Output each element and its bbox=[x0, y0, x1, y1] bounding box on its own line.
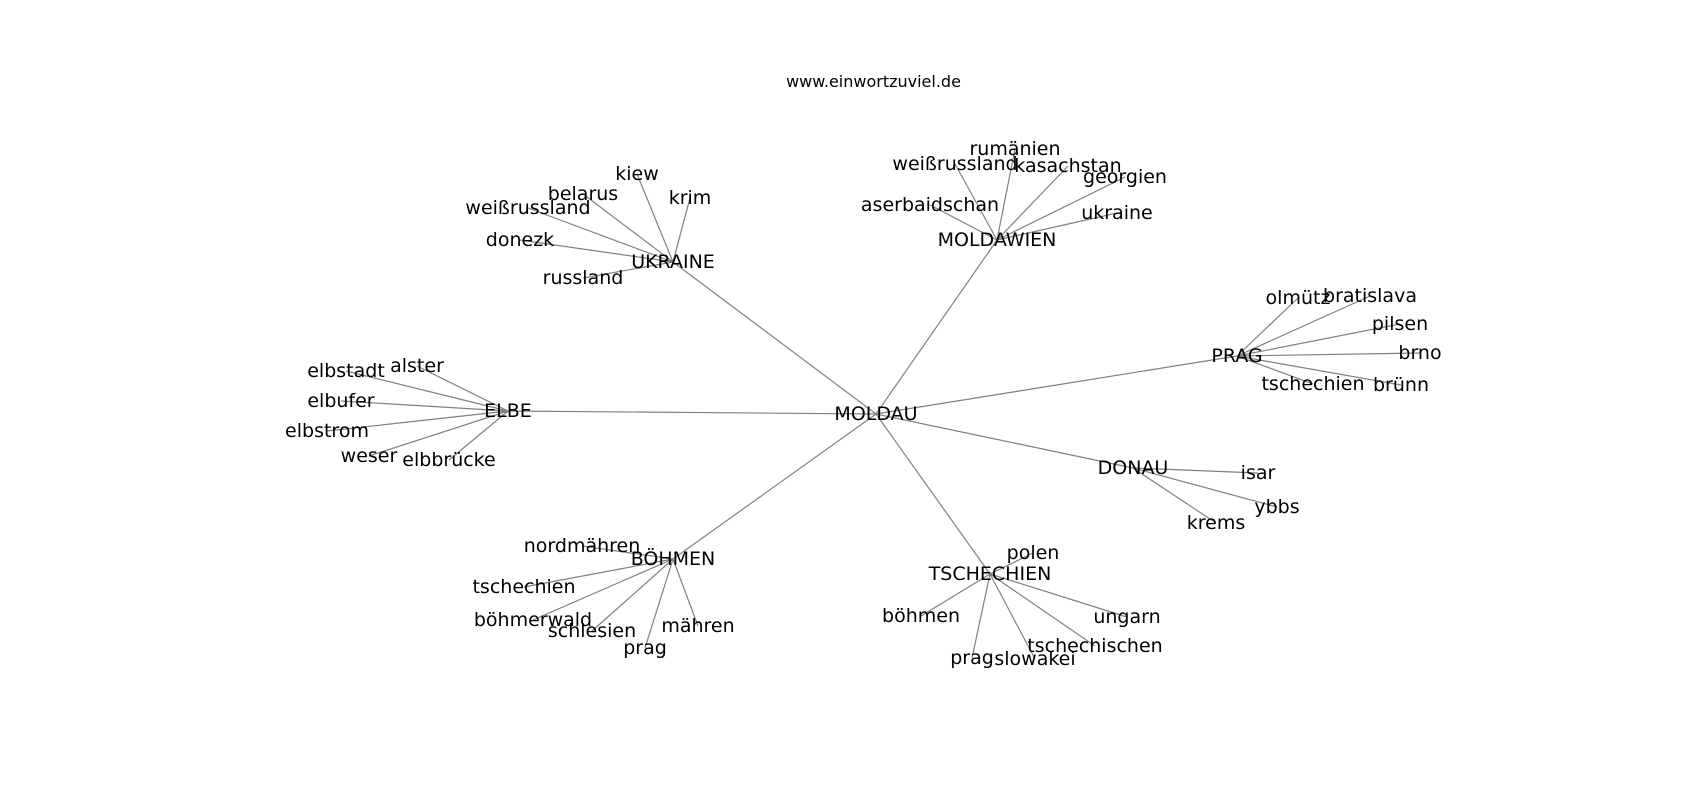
center-node-label: MOLDAU bbox=[834, 403, 917, 425]
edges-layer bbox=[326, 148, 1421, 660]
edge-böhmen-leaf bbox=[644, 558, 674, 649]
leaf-node-label: nordmähren bbox=[524, 535, 641, 557]
edge-ukraine-leaf bbox=[672, 197, 691, 263]
edge-tschechien-leaf bbox=[989, 573, 1096, 647]
edge-ukraine-leaf bbox=[582, 193, 674, 263]
leaf-node-label: ungarn bbox=[1093, 606, 1160, 628]
leaf-node-label: brünn bbox=[1373, 374, 1429, 396]
leaf-node-label: tschechien bbox=[472, 576, 575, 598]
leaf-node-label: olmütz bbox=[1266, 287, 1331, 309]
leaf-node-label: schlesien bbox=[548, 620, 636, 642]
leaf-node-label: donezk bbox=[486, 229, 554, 251]
edge-donau-leaf bbox=[1132, 467, 1278, 508]
leaf-node-label: kiew bbox=[615, 163, 659, 185]
leaf-node-label: alster bbox=[390, 355, 444, 377]
edge-center-tschechien bbox=[875, 413, 991, 575]
leaf-node-label: slowakei bbox=[994, 648, 1075, 670]
leaf-node-label: elbstadt bbox=[307, 360, 385, 382]
hub-node-label: BÖHMEN bbox=[631, 547, 716, 570]
edge-prag-leaf bbox=[1236, 355, 1402, 386]
leaf-node-label: prag bbox=[950, 647, 994, 669]
edge-donau-leaf bbox=[1132, 467, 1217, 524]
leaf-node-label: isar bbox=[1241, 462, 1276, 484]
edge-prag-leaf bbox=[1236, 355, 1314, 385]
hub-node-label: TSCHECHIEN bbox=[928, 563, 1052, 585]
edge-prag-leaf bbox=[1236, 323, 1401, 357]
leaf-node-label: georgien bbox=[1083, 166, 1167, 188]
edge-böhmen-leaf bbox=[591, 558, 674, 632]
edge-elbe-leaf bbox=[448, 410, 509, 461]
edge-moldawien-leaf bbox=[996, 176, 1126, 241]
leaf-node-label: brno bbox=[1398, 342, 1441, 364]
edge-moldawien-leaf bbox=[954, 163, 998, 241]
edge-center-donau bbox=[875, 413, 1134, 469]
hub-node-label: DONAU bbox=[1098, 457, 1169, 479]
edge-tschechien-leaf bbox=[989, 573, 1128, 618]
edge-moldawien-leaf bbox=[929, 204, 998, 241]
hub-node-label: MOLDAWIEN bbox=[938, 229, 1057, 251]
leaf-node-label: mähren bbox=[661, 615, 734, 637]
edge-tschechien-leaf bbox=[920, 573, 991, 617]
leaf-node-label: böhmen bbox=[882, 605, 960, 627]
leaf-node-label: belarus bbox=[548, 183, 618, 205]
hub-node-label: UKRAINE bbox=[631, 251, 715, 273]
leaf-node-label: polen bbox=[1007, 542, 1060, 564]
edge-moldawien-leaf bbox=[996, 165, 1069, 241]
leaf-node-label: pilsen bbox=[1372, 313, 1428, 335]
edge-moldawien-leaf bbox=[996, 148, 1016, 241]
edge-böhmen-leaf bbox=[523, 558, 674, 588]
leaf-node-label: weißrussland bbox=[892, 153, 1017, 175]
edge-elbe-leaf bbox=[368, 410, 509, 457]
edge-center-moldawien bbox=[875, 239, 998, 415]
leaf-node-label: rumänien bbox=[969, 138, 1060, 160]
leaf-node-label: weser bbox=[341, 445, 398, 467]
edge-elbe-leaf bbox=[340, 400, 509, 412]
site-title: www.einwortzuviel.de bbox=[786, 72, 961, 91]
edge-prag-leaf bbox=[1236, 352, 1421, 357]
edge-ukraine-leaf bbox=[636, 173, 674, 263]
leaf-node-label: krems bbox=[1187, 512, 1246, 534]
edge-böhmen-leaf bbox=[672, 558, 699, 627]
edge-böhmen-leaf bbox=[581, 545, 674, 560]
hub-node-label: ELBE bbox=[484, 400, 532, 422]
edge-ukraine-leaf bbox=[527, 207, 674, 263]
edge-elbe-leaf bbox=[326, 410, 509, 432]
edge-donau-leaf bbox=[1132, 467, 1259, 474]
edge-ukraine-leaf bbox=[519, 239, 674, 263]
edge-center-ukraine bbox=[672, 261, 877, 415]
leaf-node-label: prag bbox=[623, 637, 667, 659]
leaf-node-label: aserbaidschan bbox=[861, 194, 999, 216]
edge-tschechien-leaf bbox=[989, 573, 1036, 660]
leaf-node-label: russland bbox=[543, 267, 624, 289]
leaf-node-label: elbstrom bbox=[285, 420, 369, 442]
leaf-node-label: tschechien bbox=[1261, 373, 1364, 395]
edge-center-böhmen bbox=[672, 413, 877, 560]
hub-node-label: PRAG bbox=[1211, 345, 1262, 367]
leaf-node-label: elbufer bbox=[307, 390, 374, 412]
leaf-node-label: weißrussland bbox=[465, 197, 590, 219]
edge-ukraine-leaf bbox=[582, 261, 674, 279]
edge-elbe-leaf bbox=[416, 365, 509, 412]
edge-prag-leaf bbox=[1236, 297, 1299, 357]
edge-elbe-leaf bbox=[345, 370, 509, 412]
leaf-node-label: ybbs bbox=[1254, 496, 1299, 518]
edge-prag-leaf bbox=[1236, 295, 1371, 357]
leaf-node-label: elbbrücke bbox=[402, 449, 495, 471]
leaf-node-label: tschechischen bbox=[1027, 635, 1162, 657]
edge-tschechien-leaf bbox=[971, 573, 991, 659]
leaf-node-label: krim bbox=[669, 187, 712, 209]
edge-center-elbe bbox=[507, 410, 877, 415]
edge-moldawien-leaf bbox=[996, 212, 1118, 241]
leaf-node-label: ukraine bbox=[1081, 202, 1153, 224]
edge-böhmen-leaf bbox=[532, 558, 674, 621]
edge-tschechien-leaf bbox=[989, 552, 1034, 575]
edge-center-prag bbox=[875, 355, 1238, 415]
leaf-node-label: bratislava bbox=[1323, 285, 1417, 307]
leaf-node-label: böhmerwald bbox=[474, 609, 592, 631]
leaf-node-label: kasachstan bbox=[1014, 155, 1121, 177]
